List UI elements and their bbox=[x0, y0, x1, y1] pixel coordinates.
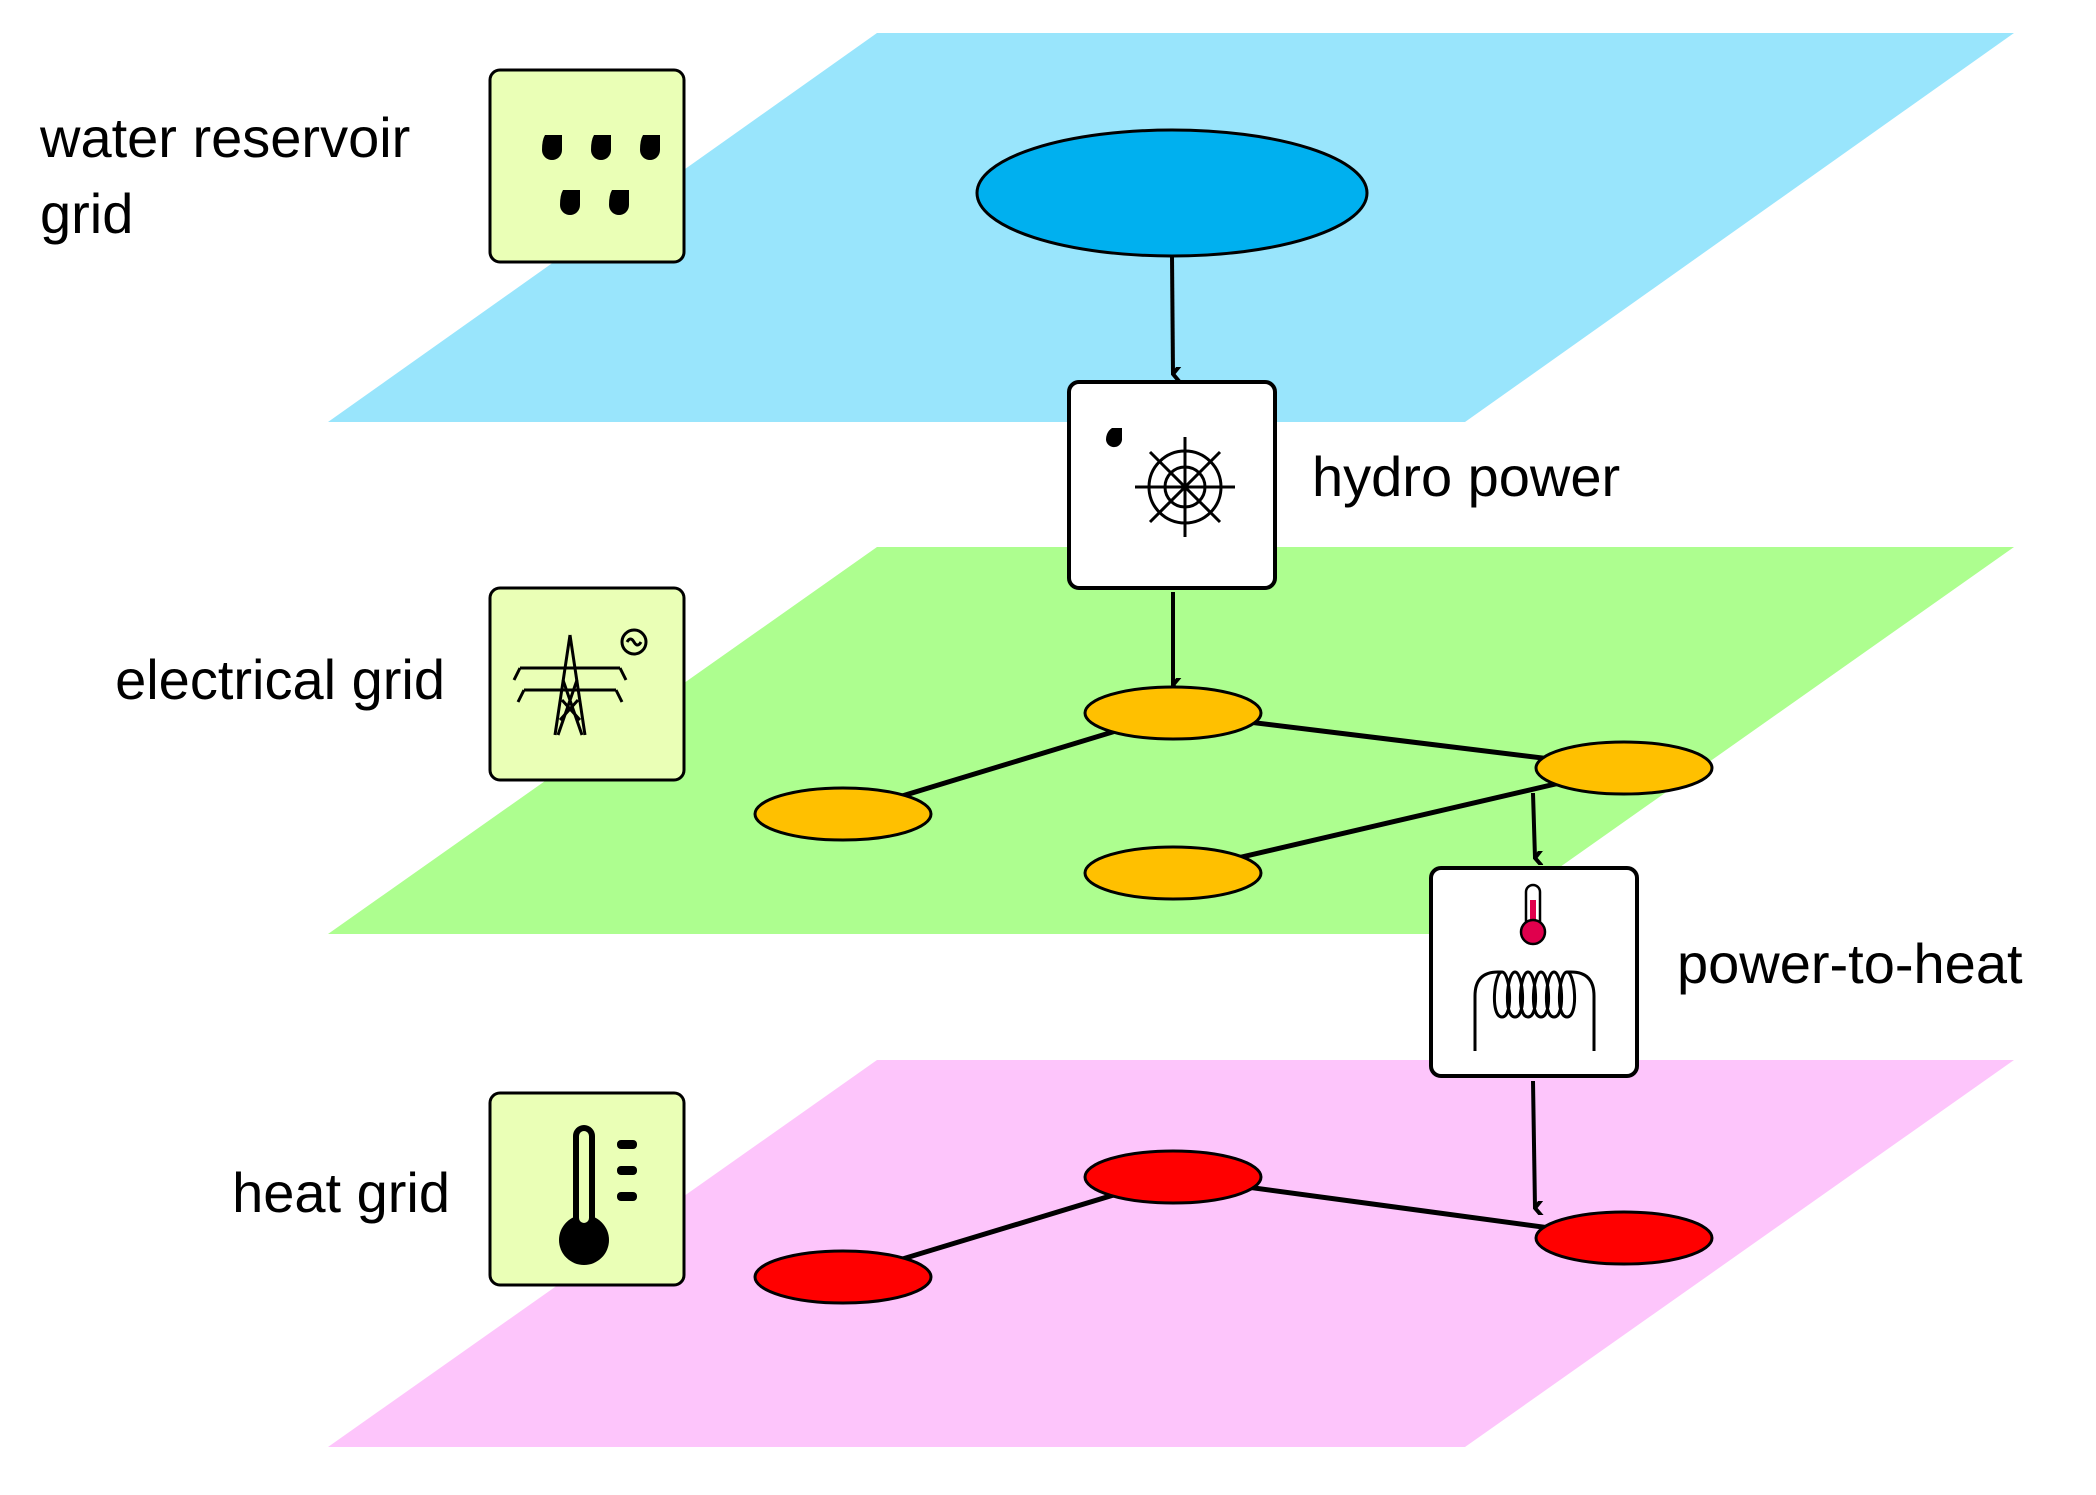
electrical-grid-label: electrical grid bbox=[115, 648, 445, 711]
water-turbine-icon bbox=[1106, 428, 1235, 537]
hydro-power-converter bbox=[1067, 380, 1277, 590]
heat-node-2 bbox=[1534, 1210, 1714, 1266]
heat-grid-label: heat grid bbox=[232, 1161, 450, 1224]
heat-node-1 bbox=[1083, 1149, 1263, 1205]
reservoir-node bbox=[975, 128, 1369, 258]
power-to-heat-label: power-to-heat bbox=[1677, 932, 2023, 995]
electrical-node-2 bbox=[1534, 740, 1714, 796]
arrow-p2h-to-heat bbox=[1531, 1080, 1535, 1208]
arrow-reservoir-to-hydro bbox=[1170, 255, 1173, 374]
power-pylon-icon bbox=[488, 586, 686, 782]
hydro-power-label: hydro power bbox=[1312, 445, 1620, 508]
flow-arrows bbox=[1170, 255, 1535, 1208]
arrow-electrical-to-p2h bbox=[1531, 792, 1535, 858]
electrical-node-1 bbox=[1083, 685, 1263, 741]
power-to-heat-converter bbox=[1429, 866, 1639, 1078]
water-reservoir-grid-label: water reservoir grid bbox=[39, 106, 426, 245]
thermometer-icon bbox=[488, 1091, 686, 1287]
electrical-node-4 bbox=[1083, 845, 1263, 901]
edge-e2-e4 bbox=[1172, 765, 1625, 876]
electrical-node-3 bbox=[753, 786, 933, 842]
raindrops-icon bbox=[488, 68, 686, 264]
heating-coil-icon bbox=[1473, 883, 1596, 1051]
heat-grid-plane bbox=[328, 1060, 2014, 1447]
electrical-grid-plane bbox=[328, 547, 2014, 934]
heat-node-3 bbox=[753, 1249, 933, 1305]
